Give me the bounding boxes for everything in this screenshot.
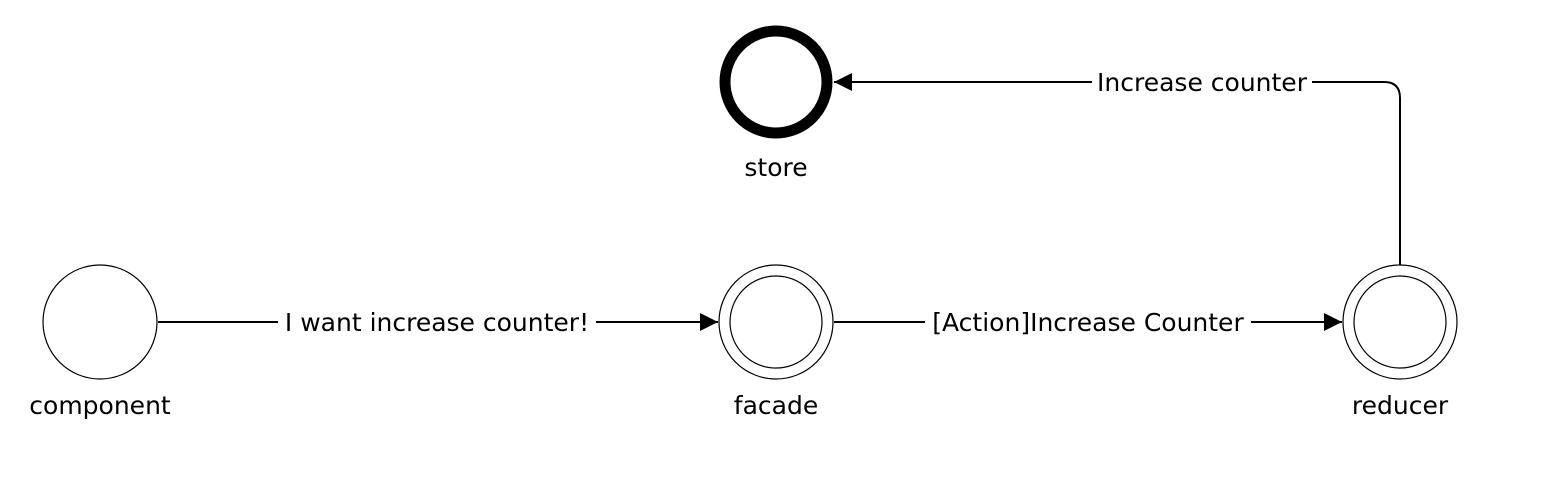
node-store: store xyxy=(719,25,833,182)
arrowhead-icon xyxy=(1324,313,1342,331)
edge-line xyxy=(834,81,1401,265)
node-facade: facade xyxy=(718,264,834,420)
edge-label-facade-reducer: [Action]Increase Counter xyxy=(932,308,1244,337)
intermediate-event-inner-circle xyxy=(1353,275,1447,369)
node-label-facade: facade xyxy=(734,391,818,420)
node-label-reducer: reducer xyxy=(1352,391,1449,420)
arrowhead-icon xyxy=(834,73,852,91)
edge-label-reducer-store: Increase counter xyxy=(1097,68,1308,97)
arrowhead-icon xyxy=(700,313,718,331)
edge-facade-to-reducer: [Action]Increase Counter xyxy=(834,306,1342,338)
node-label-store: store xyxy=(744,153,807,182)
node-label-component: component xyxy=(29,391,171,420)
start-event-circle xyxy=(42,264,158,380)
edge-label-component-facade: I want increase counter! xyxy=(285,308,589,337)
intermediate-event-inner-circle xyxy=(729,275,823,369)
edge-reducer-to-store: Increase counter xyxy=(834,66,1401,265)
node-reducer: reducer xyxy=(1342,264,1458,420)
node-component: component xyxy=(29,264,171,420)
edge-label-bg xyxy=(925,306,1251,338)
end-event-circle xyxy=(719,25,833,139)
edge-label-bg xyxy=(1092,66,1312,98)
edge-label-bg xyxy=(278,306,596,338)
intermediate-event-outer-circle xyxy=(1342,264,1458,380)
intermediate-event-outer-circle xyxy=(718,264,834,380)
edge-component-to-facade: I want increase counter! xyxy=(158,306,718,338)
